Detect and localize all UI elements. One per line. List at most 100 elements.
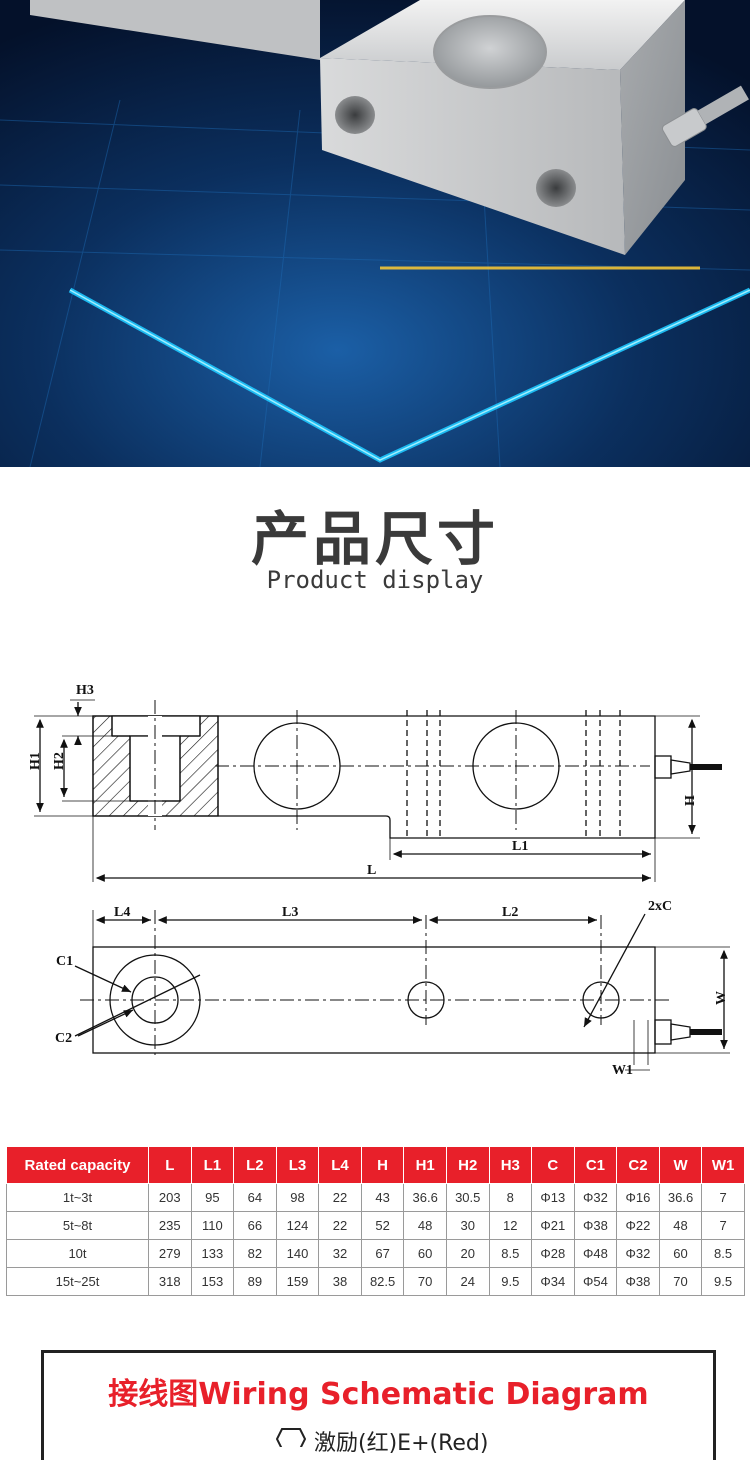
dim-label-l2: L2 xyxy=(502,905,518,920)
table-cell: 36.6 xyxy=(403,1183,447,1212)
header-c: C xyxy=(531,1146,575,1184)
table-cell: 12 xyxy=(488,1211,533,1240)
table-cell: 48 xyxy=(403,1211,447,1240)
table-cell: 48 xyxy=(658,1211,703,1240)
table-cell: 66 xyxy=(233,1211,277,1240)
table-cell: Φ34 xyxy=(531,1267,575,1296)
wiring-line-excitation: 激励(红)E+(Red) xyxy=(314,1431,489,1456)
table-cell: 82 xyxy=(233,1239,277,1268)
header-c2: C2 xyxy=(616,1146,660,1184)
header-h: H xyxy=(360,1146,405,1184)
table-row: 1t~3t 203 95 64 98 22 43 36.6 30.5 8 Φ13… xyxy=(6,1183,745,1212)
table-cell: 7 xyxy=(701,1183,745,1212)
header-rated-capacity: Rated capacity xyxy=(6,1146,149,1184)
table-cell: Φ22 xyxy=(616,1211,660,1240)
table-cell: 110 xyxy=(190,1211,235,1240)
dim-label-l4: L4 xyxy=(114,905,130,920)
table-cell: 124 xyxy=(275,1211,320,1240)
header-l2: L2 xyxy=(233,1146,277,1184)
table-cell: Φ28 xyxy=(531,1239,575,1268)
table-cell: 60 xyxy=(403,1239,447,1268)
hexagon-terminal-icon xyxy=(276,1428,306,1447)
table-cell: Φ38 xyxy=(616,1267,660,1296)
header-h2: H2 xyxy=(445,1146,490,1184)
header-h3: H3 xyxy=(488,1146,533,1184)
header-l1: L1 xyxy=(190,1146,235,1184)
table-cell: 52 xyxy=(360,1211,405,1240)
table-cell: 24 xyxy=(445,1267,490,1296)
dim-label-h: H xyxy=(683,795,698,806)
table-cell: 98 xyxy=(275,1183,320,1212)
table-cell: 64 xyxy=(233,1183,277,1212)
table-cell: 7 xyxy=(701,1211,745,1240)
table-cell: 9.5 xyxy=(488,1267,533,1296)
dim-label-h2: H2 xyxy=(52,752,67,770)
spec-table-header-row: Rated capacity L L1 L2 L3 L4 H H1 H2 H3 … xyxy=(6,1146,745,1184)
header-l3: L3 xyxy=(275,1146,320,1184)
table-cell: 159 xyxy=(275,1267,320,1296)
table-row: 5t~8t 235 110 66 124 22 52 48 30 12 Φ21 … xyxy=(6,1211,745,1240)
dim-label-c1: C1 xyxy=(56,954,73,969)
dim-label-l3: L3 xyxy=(282,905,298,920)
table-cell: 32 xyxy=(318,1239,362,1268)
table-cell: Φ48 xyxy=(573,1239,618,1268)
dim-label-l: L xyxy=(367,863,376,878)
table-cell: 60 xyxy=(658,1239,703,1268)
table-cell: 36.6 xyxy=(658,1183,703,1212)
dim-label-h3: H3 xyxy=(76,683,94,698)
table-cell: 43 xyxy=(360,1183,405,1212)
table-cell: 70 xyxy=(403,1267,447,1296)
dimension-drawing: H3 H1 H2 H L1 L L4 L3 L2 2xC C1 C2 W W1 xyxy=(0,670,750,1090)
header-w: W xyxy=(658,1146,703,1184)
dim-label-c2: C2 xyxy=(55,1031,72,1046)
dim-label-2xc: 2xC xyxy=(648,899,672,914)
table-cell: 67 xyxy=(360,1239,405,1268)
dimension-drawing-svg: H3 H1 H2 H L1 L L4 L3 L2 2xC C1 C2 W W1 xyxy=(28,683,730,1078)
table-cell: 8 xyxy=(488,1183,533,1212)
wiring-diagram-title: 接线图Wiring Schematic Diagram xyxy=(108,1377,649,1412)
table-cell: Φ21 xyxy=(531,1211,575,1240)
section-title-en: Product display xyxy=(266,566,484,594)
table-cell: 22 xyxy=(318,1183,362,1212)
table-cell: 279 xyxy=(148,1239,192,1268)
table-row: 10t 279 133 82 140 32 67 60 20 8.5 Φ28 Φ… xyxy=(6,1239,745,1268)
table-cell: 30.5 xyxy=(445,1183,490,1212)
table-cell: 235 xyxy=(148,1211,192,1240)
hero-illustration xyxy=(0,0,750,467)
table-cell: 153 xyxy=(190,1267,235,1296)
dim-label-l1: L1 xyxy=(512,839,528,854)
header-l4: L4 xyxy=(318,1146,362,1184)
table-cell: Φ38 xyxy=(573,1211,618,1240)
table-cell: 133 xyxy=(190,1239,235,1268)
header-c1: C1 xyxy=(573,1146,618,1184)
table-cell: Φ54 xyxy=(573,1267,618,1296)
table-cell: 5t~8t xyxy=(6,1211,149,1240)
header-h1: H1 xyxy=(403,1146,447,1184)
dim-label-h1: H1 xyxy=(28,752,43,770)
header-l: L xyxy=(148,1146,192,1184)
table-cell: 8.5 xyxy=(701,1239,745,1268)
table-cell: 95 xyxy=(190,1183,235,1212)
spec-table: Rated capacity L L1 L2 L3 L4 H H1 H2 H3 … xyxy=(6,1146,745,1296)
table-cell: 82.5 xyxy=(360,1267,405,1296)
table-cell: Φ32 xyxy=(573,1183,618,1212)
table-cell: 15t~25t xyxy=(6,1267,149,1296)
dim-label-w1: W1 xyxy=(612,1063,633,1078)
table-cell: 318 xyxy=(148,1267,192,1296)
wiring-diagram-panel: 接线图Wiring Schematic Diagram 激励(红)E+(Red) xyxy=(41,1350,716,1460)
table-cell: 22 xyxy=(318,1211,362,1240)
table-cell: 30 xyxy=(445,1211,490,1240)
table-cell: Φ32 xyxy=(616,1239,660,1268)
dim-label-w: W xyxy=(714,991,729,1005)
table-row: 15t~25t 318 153 89 159 38 82.5 70 24 9.5… xyxy=(6,1267,745,1296)
table-cell: 8.5 xyxy=(488,1239,533,1268)
table-cell: Φ16 xyxy=(616,1183,660,1212)
hero-product-photo xyxy=(0,0,750,467)
table-cell: 9.5 xyxy=(701,1267,745,1296)
table-cell: 89 xyxy=(233,1267,277,1296)
table-cell: 20 xyxy=(445,1239,490,1268)
table-cell: 1t~3t xyxy=(6,1183,149,1212)
table-cell: 10t xyxy=(6,1239,149,1268)
table-cell: 70 xyxy=(658,1267,703,1296)
table-cell: Φ13 xyxy=(531,1183,575,1212)
